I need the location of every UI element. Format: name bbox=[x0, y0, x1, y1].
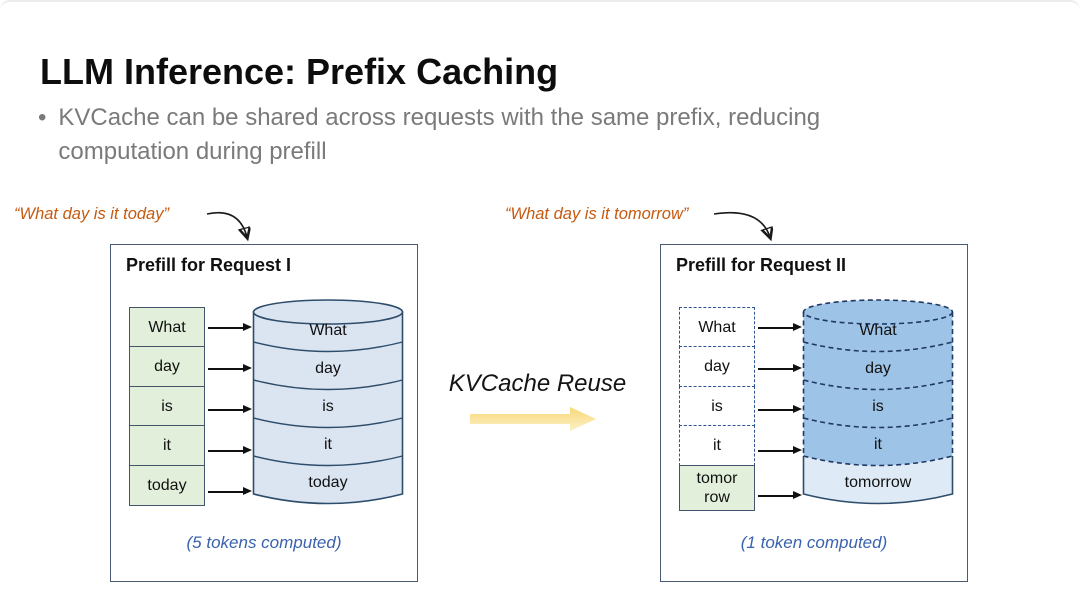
token-to-cache-arrow bbox=[208, 446, 252, 454]
token-to-cache-arrow bbox=[758, 323, 802, 331]
token-to-cache-arrow bbox=[208, 487, 252, 495]
bullet-marker: • bbox=[38, 104, 47, 131]
cache-entry-label: is bbox=[322, 398, 334, 415]
tokens-computed-caption-1: (5 tokens computed) bbox=[186, 533, 342, 552]
kvcache-reuse-arrow bbox=[470, 407, 596, 431]
panel-title-request-2: Prefill for Request II bbox=[676, 255, 847, 275]
token-box-cached: is bbox=[679, 385, 755, 427]
cache-entry-label-reused: What bbox=[859, 322, 897, 339]
token-box: it bbox=[129, 425, 205, 467]
query-arrow-left bbox=[206, 212, 255, 247]
cache-entry-label-reused: it bbox=[874, 436, 883, 453]
token-box-cached: day bbox=[679, 346, 755, 388]
token-to-cache-arrow bbox=[758, 491, 802, 499]
page-title: LLM Inference: Prefix Caching bbox=[40, 51, 559, 92]
kvcache-cylinder-request-2: What day is it tomorrow bbox=[802, 299, 954, 505]
bullet-text: KVCache can be shared across requests wi… bbox=[58, 104, 821, 165]
token-box-cached: What bbox=[679, 307, 755, 348]
token-to-cache-arrow bbox=[758, 446, 802, 454]
token-stack-request-1: What day is it today bbox=[129, 307, 205, 506]
kvcache-reuse-label: KVCache Reuse bbox=[448, 370, 627, 397]
bullet-item: • KVCache can be shared across requests … bbox=[38, 101, 918, 169]
token-to-cache-arrow bbox=[758, 405, 802, 413]
token-box: What bbox=[129, 307, 205, 348]
token-to-cache-arrow bbox=[208, 364, 252, 372]
token-box: day bbox=[129, 346, 205, 388]
kvcache-cylinder-request-1: What day is it today bbox=[252, 299, 404, 505]
token-to-cache-arrow bbox=[208, 405, 252, 413]
cache-entry-label: What bbox=[309, 322, 347, 339]
cache-entry-label: today bbox=[308, 474, 347, 491]
cache-entry-label: day bbox=[315, 360, 341, 377]
cache-entry-label: it bbox=[324, 436, 333, 453]
token-box: today bbox=[129, 464, 205, 506]
token-to-cache-arrow bbox=[758, 364, 802, 372]
token-stack-request-2: What day is it tomor row bbox=[679, 307, 755, 511]
prefill-panel-request-2: Prefill for Request II What day is it to… bbox=[660, 244, 968, 582]
token-box-cached: it bbox=[679, 425, 755, 467]
token-box-new: tomor row bbox=[679, 464, 755, 511]
cache-entry-label-reused: is bbox=[872, 398, 884, 415]
query-label-tomorrow: “What day is it tomorrow” bbox=[505, 205, 689, 223]
panel-title-request-1: Prefill for Request I bbox=[126, 255, 292, 275]
tokens-computed-caption-2: (1 token computed) bbox=[740, 533, 888, 552]
query-arrow-right bbox=[713, 211, 782, 247]
token-box: is bbox=[129, 385, 205, 427]
cache-entry-label-new: tomorrow bbox=[845, 474, 912, 491]
token-to-cache-arrow bbox=[208, 323, 252, 331]
prefill-panel-request-1: Prefill for Request I What day is it tod… bbox=[110, 244, 418, 582]
query-label-today: “What day is it today” bbox=[14, 205, 169, 223]
cache-entry-label-reused: day bbox=[865, 360, 891, 377]
